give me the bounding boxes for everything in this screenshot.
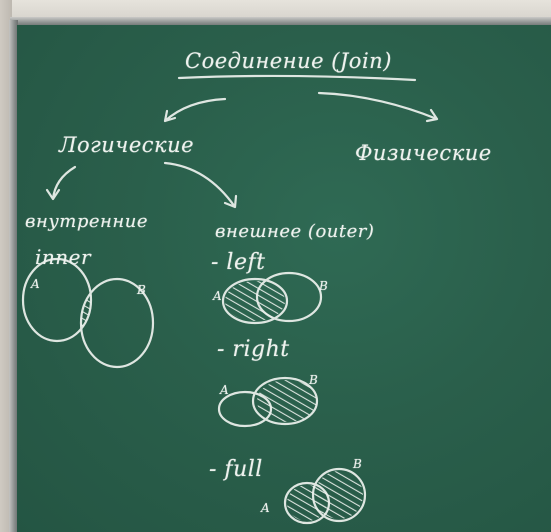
- title-underline: [177, 74, 417, 82]
- full-set-b-label: B: [353, 457, 363, 471]
- right-set-a-label: A: [220, 383, 230, 397]
- arrow-to-inner: [45, 165, 77, 201]
- left-set-a: [221, 277, 289, 325]
- left-set-b-label: B: [319, 279, 329, 293]
- right-hatch: [257, 380, 317, 422]
- outer-label: внешнее (outer): [215, 221, 375, 242]
- chalkboard: Соединение (Join) Логические Физические …: [17, 25, 551, 532]
- full-set-a-label: A: [261, 501, 271, 515]
- arrow-to-physical: [317, 91, 439, 123]
- board-title: Соединение (Join): [185, 49, 392, 73]
- left-join-label: - left: [211, 250, 266, 275]
- full-join-label: - full: [209, 457, 263, 482]
- left-hatch: [225, 281, 285, 321]
- board-frame-left: [9, 20, 18, 532]
- chalk-drawings: [21, 74, 439, 525]
- arrow-to-outer: [163, 161, 238, 209]
- inner-set-a-label: A: [31, 277, 41, 291]
- physical-label: Физические: [355, 141, 492, 165]
- left-set-a-label: A: [213, 289, 223, 303]
- inner-set-b-label: B: [137, 283, 147, 297]
- full-hatch-b: [315, 471, 363, 519]
- right-join-label: - right: [217, 337, 290, 362]
- logical-label: Логические: [59, 133, 195, 157]
- inner-label-en: inner: [35, 245, 92, 269]
- board-frame-top: [10, 17, 551, 26]
- arrow-to-logical: [163, 97, 227, 123]
- right-set-b-label: B: [309, 373, 319, 387]
- inner-label-ru: внутренние: [25, 211, 148, 232]
